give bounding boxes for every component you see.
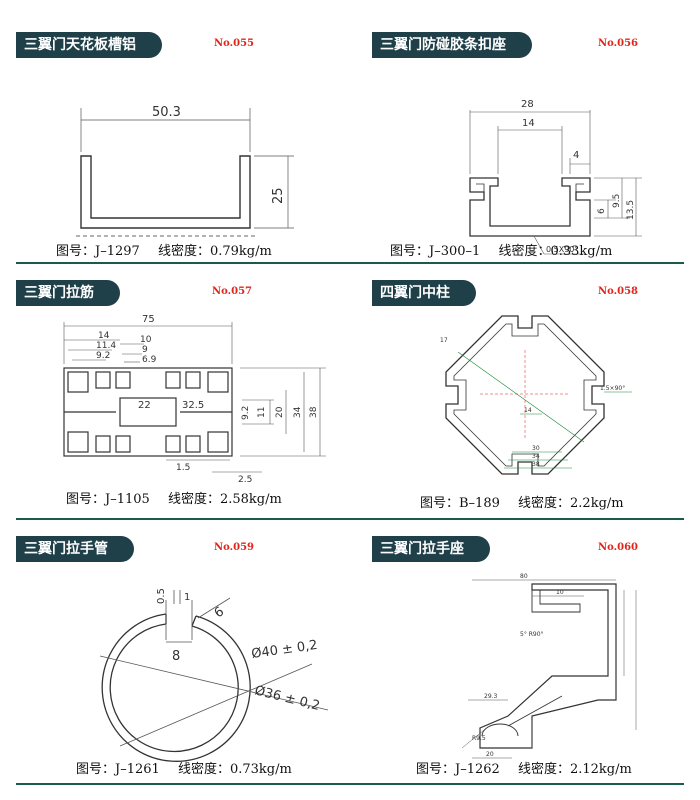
profile-title: 三翼门防碰胶条扣座 xyxy=(372,32,532,58)
dim-a: 14 xyxy=(98,331,110,341)
divider xyxy=(16,518,684,520)
svg-text:1.5×90°: 1.5×90° xyxy=(600,385,625,392)
spec-line: 图号：J–1261 线密度：0.73kg/m xyxy=(76,758,306,777)
spec-line: 图号：J–1262 线密度：2.12kg/m xyxy=(416,758,646,777)
line-density: 线密度：0.79kg/m xyxy=(157,244,272,259)
profile-drawing: 50.3 25 xyxy=(76,105,294,237)
profile-number: No.060 xyxy=(598,542,638,553)
dim-height: 25 xyxy=(271,187,286,204)
svg-text:34: 34 xyxy=(532,453,540,460)
line-density: 线密度：2.12kg/m xyxy=(517,762,632,777)
drawing-code: 图号：J–300–1 xyxy=(390,244,481,259)
drawing-code: 图号：J–1261 xyxy=(76,762,160,777)
profile-title: 三翼门天花板槽铝 xyxy=(16,32,162,58)
profile-panel-060: 三翼门拉手座 No.060 80 10 5° R90° 29.3 20 R9.5 图号… xyxy=(372,536,700,782)
dim-e: 9 xyxy=(142,345,148,355)
dim-n: 1.5 xyxy=(176,463,190,473)
line-density: 线密度：0.73kg/m xyxy=(177,762,292,777)
dim-l: 34 xyxy=(293,406,303,418)
divider xyxy=(16,783,684,785)
spec-line: 图号：J–300–1 线密度：0.33kg/m xyxy=(390,240,626,259)
dim-inner: 14 xyxy=(522,118,535,129)
svg-text:14: 14 xyxy=(524,407,532,414)
profile-title: 三翼门拉手管 xyxy=(16,536,134,562)
dim-b: 1 xyxy=(184,592,190,603)
dim-h2: 9.5 xyxy=(612,194,622,208)
profile-drawing: 75 14 11.4 9.2 10 9 6.9 22 32.5 9.2 11 2… xyxy=(63,314,326,485)
profile-panel-057: 三翼门拉筋 No.057 75 14 11.4 9.2 10 9 xyxy=(16,280,356,516)
svg-text:20: 20 xyxy=(486,751,494,758)
dim-width: 28 xyxy=(521,99,534,110)
profile-panel-055: 三翼门天花板槽铝 No.055 50.3 25 图号：J–1297 线密度：0.… xyxy=(16,32,356,262)
svg-text:80: 80 xyxy=(520,573,528,580)
line-density: 线密度：0.33kg/m xyxy=(498,244,613,259)
dim-h1: 6 xyxy=(597,208,607,214)
profile-panel-056: 三翼门防碰胶条扣座 No.056 28 14 4 6 9.5 13.5 0.5X… xyxy=(372,32,700,262)
dim-h3: 13.5 xyxy=(626,200,636,220)
spec-line: 图号：J–1105 线密度：2.58kg/m xyxy=(66,488,296,507)
dim-chamfer: 0.5X90° xyxy=(546,245,578,254)
profile-number: No.055 xyxy=(214,38,254,49)
profile-title: 四翼门中柱 xyxy=(372,280,476,306)
dim-h: 32.5 xyxy=(182,400,204,411)
profile-drawing: 80 10 5° R90° 29.3 20 R9.5 xyxy=(461,573,637,759)
dim-d: 10 xyxy=(140,335,152,345)
dim-inner: Ø36 ± 0,2 xyxy=(253,683,321,714)
profile-number: No.059 xyxy=(214,542,254,553)
dim-outer: Ø40 ± 0,2 xyxy=(250,638,318,662)
dim-i: 9.2 xyxy=(241,406,251,420)
dim-g: 22 xyxy=(138,400,151,411)
line-density: 线密度：2.2kg/m xyxy=(518,496,624,511)
svg-text:29.3: 29.3 xyxy=(484,693,498,700)
svg-text:30: 30 xyxy=(532,445,540,452)
dim-w: 75 xyxy=(142,314,155,325)
dim-k: 20 xyxy=(275,406,285,418)
divider xyxy=(16,262,684,264)
svg-text:17: 17 xyxy=(440,337,448,344)
profile-title: 三翼门拉手座 xyxy=(372,536,490,562)
dim-b: 11.4 xyxy=(96,341,116,351)
profile-drawing: 0.5 1 8 6 Ø40 ± 0,2 Ø36 ± 0,2 xyxy=(99,588,329,762)
spec-line: 图号：B–189 线密度：2.2kg/m xyxy=(420,492,638,511)
dim-c: 9.2 xyxy=(96,351,110,361)
dim-f: 6.9 xyxy=(142,355,157,365)
svg-text:5° R90°: 5° R90° xyxy=(520,631,544,638)
dim-a: 0.5 xyxy=(156,588,167,604)
drawing-code: 图号：B–189 xyxy=(420,496,500,511)
profile-number: No.056 xyxy=(598,38,638,49)
profile-panel-059: 三翼门拉手管 No.059 0.5 1 8 6 Ø40 ± 0,2 Ø36 ± … xyxy=(16,536,356,782)
dim-t: 6 xyxy=(212,604,227,621)
profile-drawing: 28 14 4 6 9.5 13.5 0.5X90° xyxy=(469,99,642,255)
dim-m: 38 xyxy=(309,406,319,418)
drawing-code: 图号：J–1105 xyxy=(66,492,150,507)
svg-text:R9.5: R9.5 xyxy=(472,735,486,742)
svg-text:38: 38 xyxy=(532,461,540,468)
profile-title: 三翼门拉筋 xyxy=(16,280,120,306)
profile-number: No.058 xyxy=(598,286,638,297)
svg-text:10: 10 xyxy=(556,589,564,596)
dim-slot: 4 xyxy=(573,150,579,161)
dim-o: 2.5 xyxy=(238,475,252,485)
profile-number: No.057 xyxy=(212,286,252,297)
drawing-code: 图号：J–1262 xyxy=(416,762,500,777)
spec-line: 图号：J–1297 线密度：0.79kg/m xyxy=(56,240,286,259)
dim-j: 11 xyxy=(257,407,267,418)
line-density: 线密度：2.58kg/m xyxy=(167,492,282,507)
dim-width: 50.3 xyxy=(152,105,181,120)
dim-opening: 8 xyxy=(172,649,180,664)
drawing-code: 图号：J–1297 xyxy=(56,244,140,259)
